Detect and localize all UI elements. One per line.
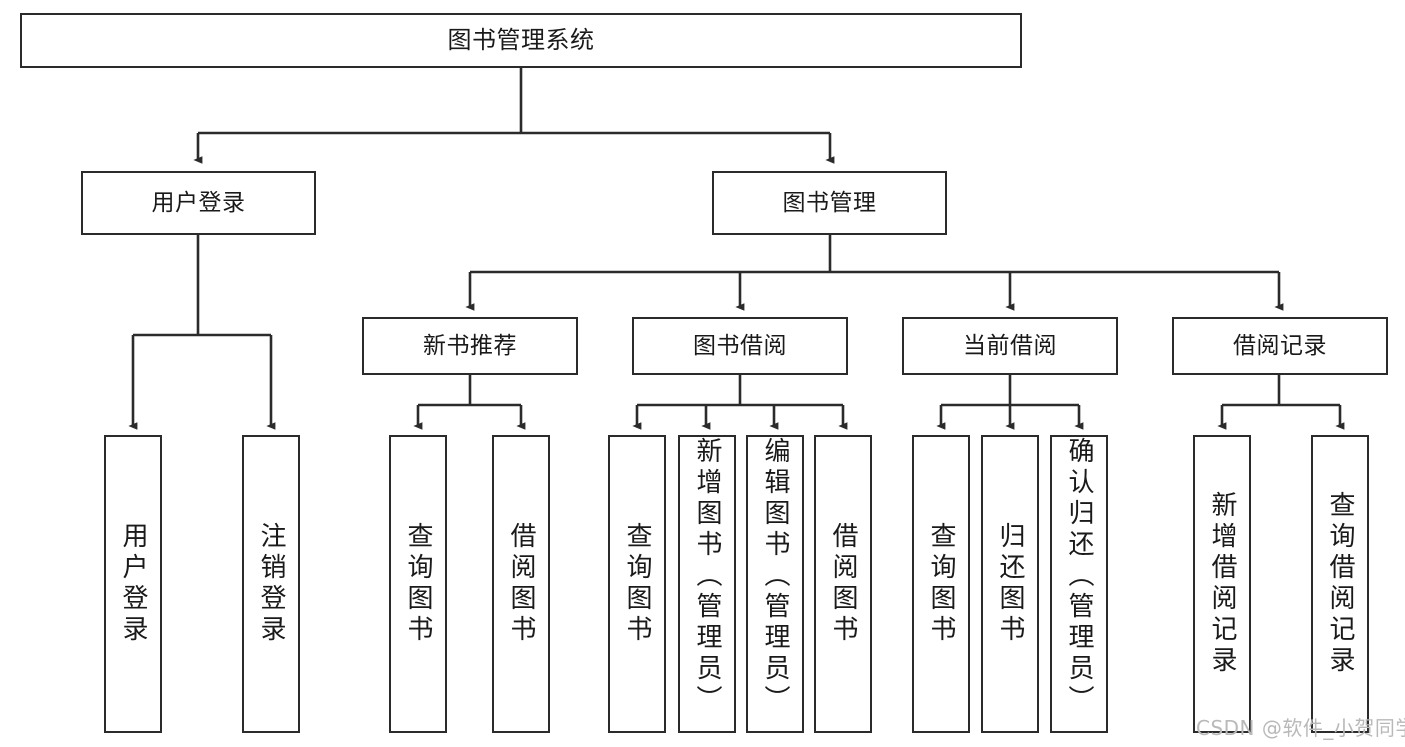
node-label: 新增图书（管理员） <box>692 437 722 716</box>
node-new-book-recommendation[interactable]: 新书推荐 <box>362 317 578 375</box>
node-label: 查询图书 <box>622 522 652 646</box>
node-label: 归还图书 <box>995 522 1025 646</box>
node-label: 当前借阅 <box>963 332 1057 359</box>
node-leaf-user-login[interactable]: 用户登录 <box>104 435 162 733</box>
node-leaf-query-borrow-record[interactable]: 查询借阅记录 <box>1311 435 1369 733</box>
node-borrowing-record[interactable]: 借阅记录 <box>1172 317 1388 375</box>
node-leaf-borrow-book-new[interactable]: 借阅图书 <box>492 435 550 733</box>
node-label: 图书管理系统 <box>447 25 595 54</box>
node-book-management[interactable]: 图书管理 <box>712 171 947 235</box>
node-leaf-add-borrow-record[interactable]: 新增借阅记录 <box>1193 435 1251 733</box>
node-label: 借阅图书 <box>506 522 536 646</box>
node-leaf-borrow-book[interactable]: 借阅图书 <box>814 435 872 733</box>
node-label: 查询图书 <box>403 522 433 646</box>
node-leaf-query-book-current[interactable]: 查询图书 <box>912 435 970 733</box>
node-label: 注销登录 <box>256 522 286 646</box>
node-leaf-return-book[interactable]: 归还图书 <box>981 435 1039 733</box>
node-label: 查询图书 <box>926 522 956 646</box>
node-leaf-add-book-admin[interactable]: 新增图书（管理员） <box>678 435 736 733</box>
node-label: 编辑图书（管理员） <box>760 437 790 716</box>
node-book-borrowing[interactable]: 图书借阅 <box>632 317 848 375</box>
node-leaf-logout-login[interactable]: 注销登录 <box>242 435 300 733</box>
node-label: 图书借阅 <box>693 332 787 359</box>
node-label: 借阅图书 <box>828 522 858 646</box>
node-label: 用户登录 <box>118 522 148 646</box>
node-leaf-edit-book-admin[interactable]: 编辑图书（管理员） <box>746 435 804 733</box>
node-current-borrowing[interactable]: 当前借阅 <box>902 317 1118 375</box>
node-leaf-query-book-new[interactable]: 查询图书 <box>389 435 447 733</box>
node-label: 图书管理 <box>782 189 877 216</box>
node-label: 用户登录 <box>151 189 246 216</box>
node-label: 查询借阅记录 <box>1325 491 1355 677</box>
node-label: 确认归还（管理员） <box>1064 437 1094 716</box>
node-label: 新增借阅记录 <box>1207 491 1237 677</box>
node-user-login[interactable]: 用户登录 <box>81 171 316 235</box>
node-label: 新书推荐 <box>423 332 517 359</box>
node-leaf-query-book-borrow[interactable]: 查询图书 <box>608 435 666 733</box>
node-root-book-management-system[interactable]: 图书管理系统 <box>20 13 1022 68</box>
csdn-watermark: CSDN @软件_小贺同学 <box>1196 716 1405 740</box>
node-label: 借阅记录 <box>1233 332 1327 359</box>
node-leaf-confirm-return-admin[interactable]: 确认归还（管理员） <box>1050 435 1108 733</box>
